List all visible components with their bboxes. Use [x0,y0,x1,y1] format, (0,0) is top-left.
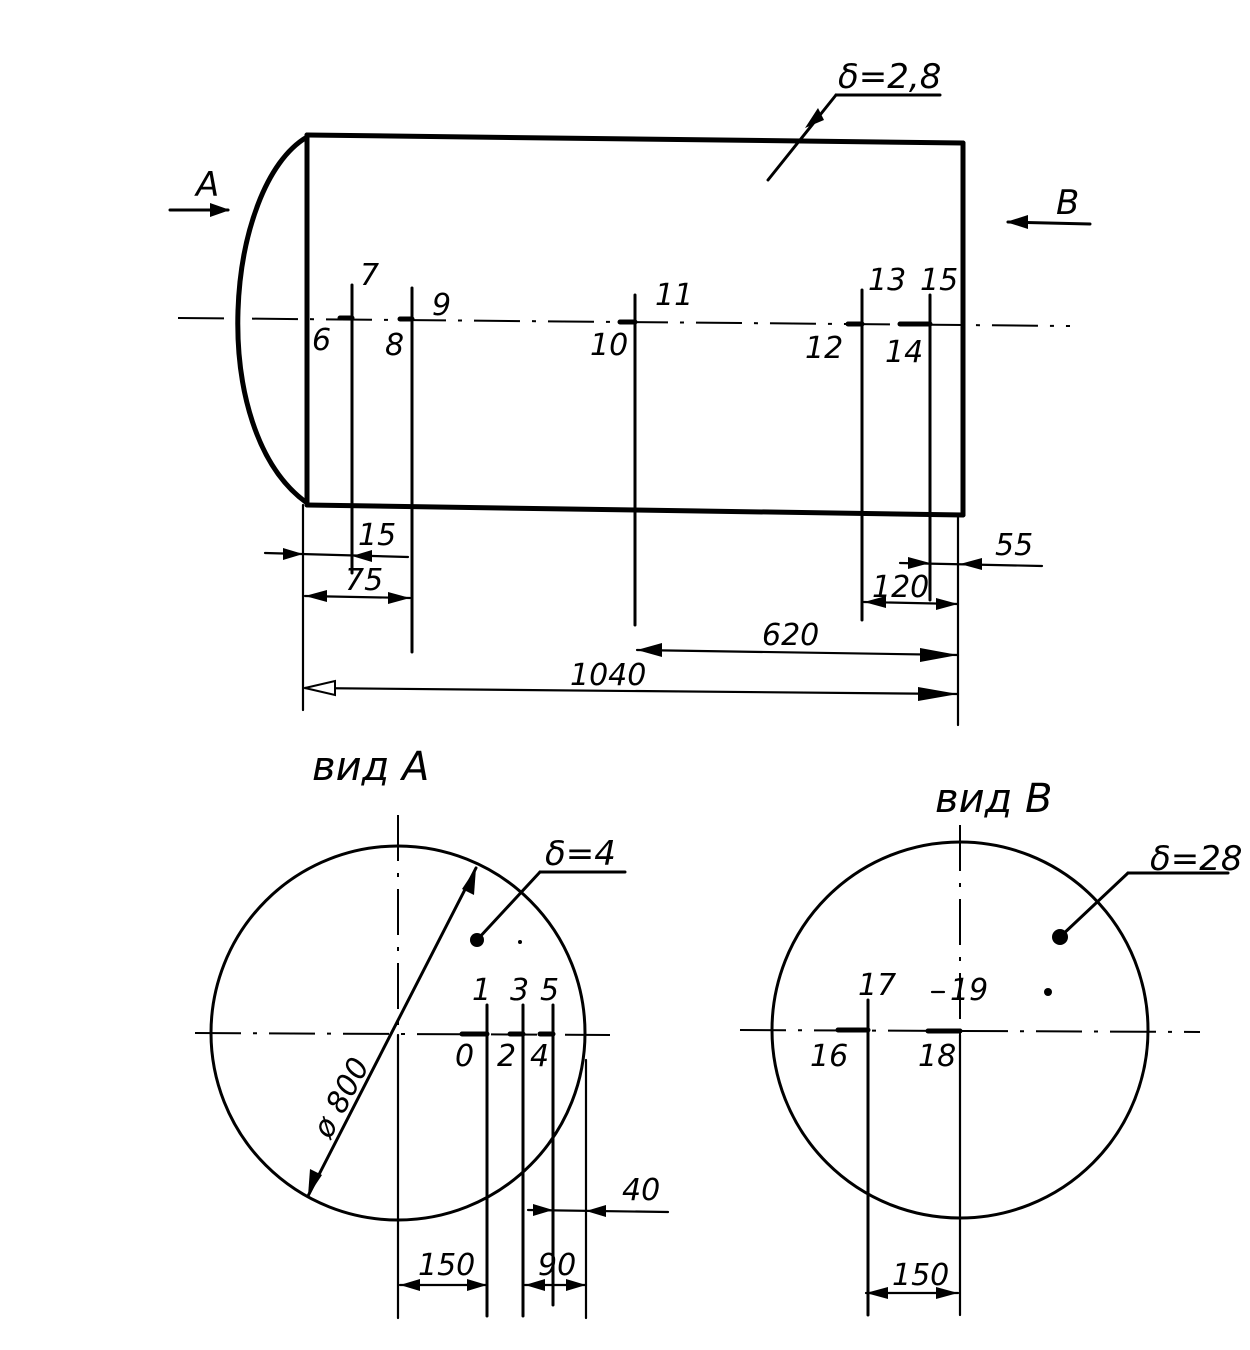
dim-120-label: 120 [872,570,929,605]
view-a [194,815,670,1320]
diameter-arrow-bottom [308,1169,322,1196]
dim-120-arrow-right [936,598,958,610]
dim-55-arrow-left [908,557,930,569]
elliptical-head [235,134,310,506]
speck [518,940,522,944]
point-12: 12 [805,331,843,366]
dim-55-arrow-right [960,558,982,570]
point-1: 1 [472,973,491,1008]
dim-620-label: 620 [762,618,819,653]
view-b-arrow-label: B [1056,183,1079,223]
dim-150a-label: 150 [418,1248,475,1283]
point-6: 6 [312,323,331,358]
head-thickness-dot [470,933,484,947]
point-13: 13 [868,263,906,298]
view-b-horizontal-axis [739,1029,1201,1033]
dim-40-arrow-right [586,1205,606,1217]
dim-620-arrow-right [920,648,958,662]
end-thickness-leader [1058,871,1130,939]
dim-90-arrow-right [566,1279,586,1291]
dim-620-line [635,648,960,657]
view-a-arrow-label: A [194,165,219,205]
diameter-label: ø 800 [306,1052,377,1145]
shell-top-edge [304,132,966,146]
side-view [168,93,1092,727]
dim-90-arrow-left [525,1279,545,1291]
dim-15-arrow-left [283,548,303,560]
dim-150a-arrow-right [467,1279,487,1291]
diameter-arrow-top [462,868,476,895]
point-4: 4 [530,1039,549,1074]
point-17: 17 [858,968,896,1003]
point-9: 9 [432,288,451,323]
point-14: 14 [885,335,923,370]
dim-15-arrow-right [352,550,372,562]
dim-1040-line [303,686,960,696]
point-5: 5 [540,973,559,1008]
dim-120-arrow-left [864,596,886,608]
dim-150a-arrow-left [400,1279,420,1291]
dim-15-label: 15 [358,518,396,553]
dim-90-label: 90 [538,1248,576,1283]
view-a-arrowhead [210,203,230,217]
dim-40-label: 40 [622,1173,660,1208]
view-b-title: вид В [935,776,1052,822]
dim-1040-arrow-right [918,687,958,701]
dim-150b-arrow-right [936,1287,958,1299]
shell-thickness-label: δ=2,8 [838,57,941,97]
dim-75-arrow-right [388,592,410,604]
diameter-line [306,866,478,1198]
point-19: 19 [950,973,988,1008]
head-thickness-leader [475,870,542,942]
point-15: 15 [920,263,958,298]
dim-1040-label: 1040 [570,658,646,693]
head-thickness-label: δ=4 [545,834,616,874]
point-18: 18 [918,1039,956,1074]
dim-620-arrow-left [637,643,662,657]
point-0: 0 [455,1039,474,1074]
dim-55-label: 55 [995,528,1033,563]
dim-150b-arrow-left [866,1287,888,1299]
dim-75-arrow-left [305,590,327,602]
point-10: 10 [590,328,628,363]
view-a-horizontal-axis [194,1032,611,1036]
dim-1040-arrow-left [304,679,336,697]
shell-thickness-leader [766,93,838,182]
dim-150b-label: 150 [892,1258,949,1293]
dim-75-label: 75 [345,563,383,598]
point-2: 2 [497,1039,516,1074]
point-11: 11 [655,278,693,313]
view-a-title: вид А [312,744,429,790]
point-16: 16 [810,1039,848,1074]
end-thickness-dot [1052,929,1068,945]
small-dot [1044,988,1052,996]
point-7: 7 [360,258,379,293]
point-8: 8 [385,328,404,363]
dim-40-arrow-left [533,1204,553,1216]
view-b [739,825,1230,1317]
shell-thickness-arrow [805,108,824,128]
end-thickness-label: δ=28 [1150,839,1243,879]
point-3: 3 [510,973,529,1008]
view-b-arrowhead [1006,215,1028,229]
